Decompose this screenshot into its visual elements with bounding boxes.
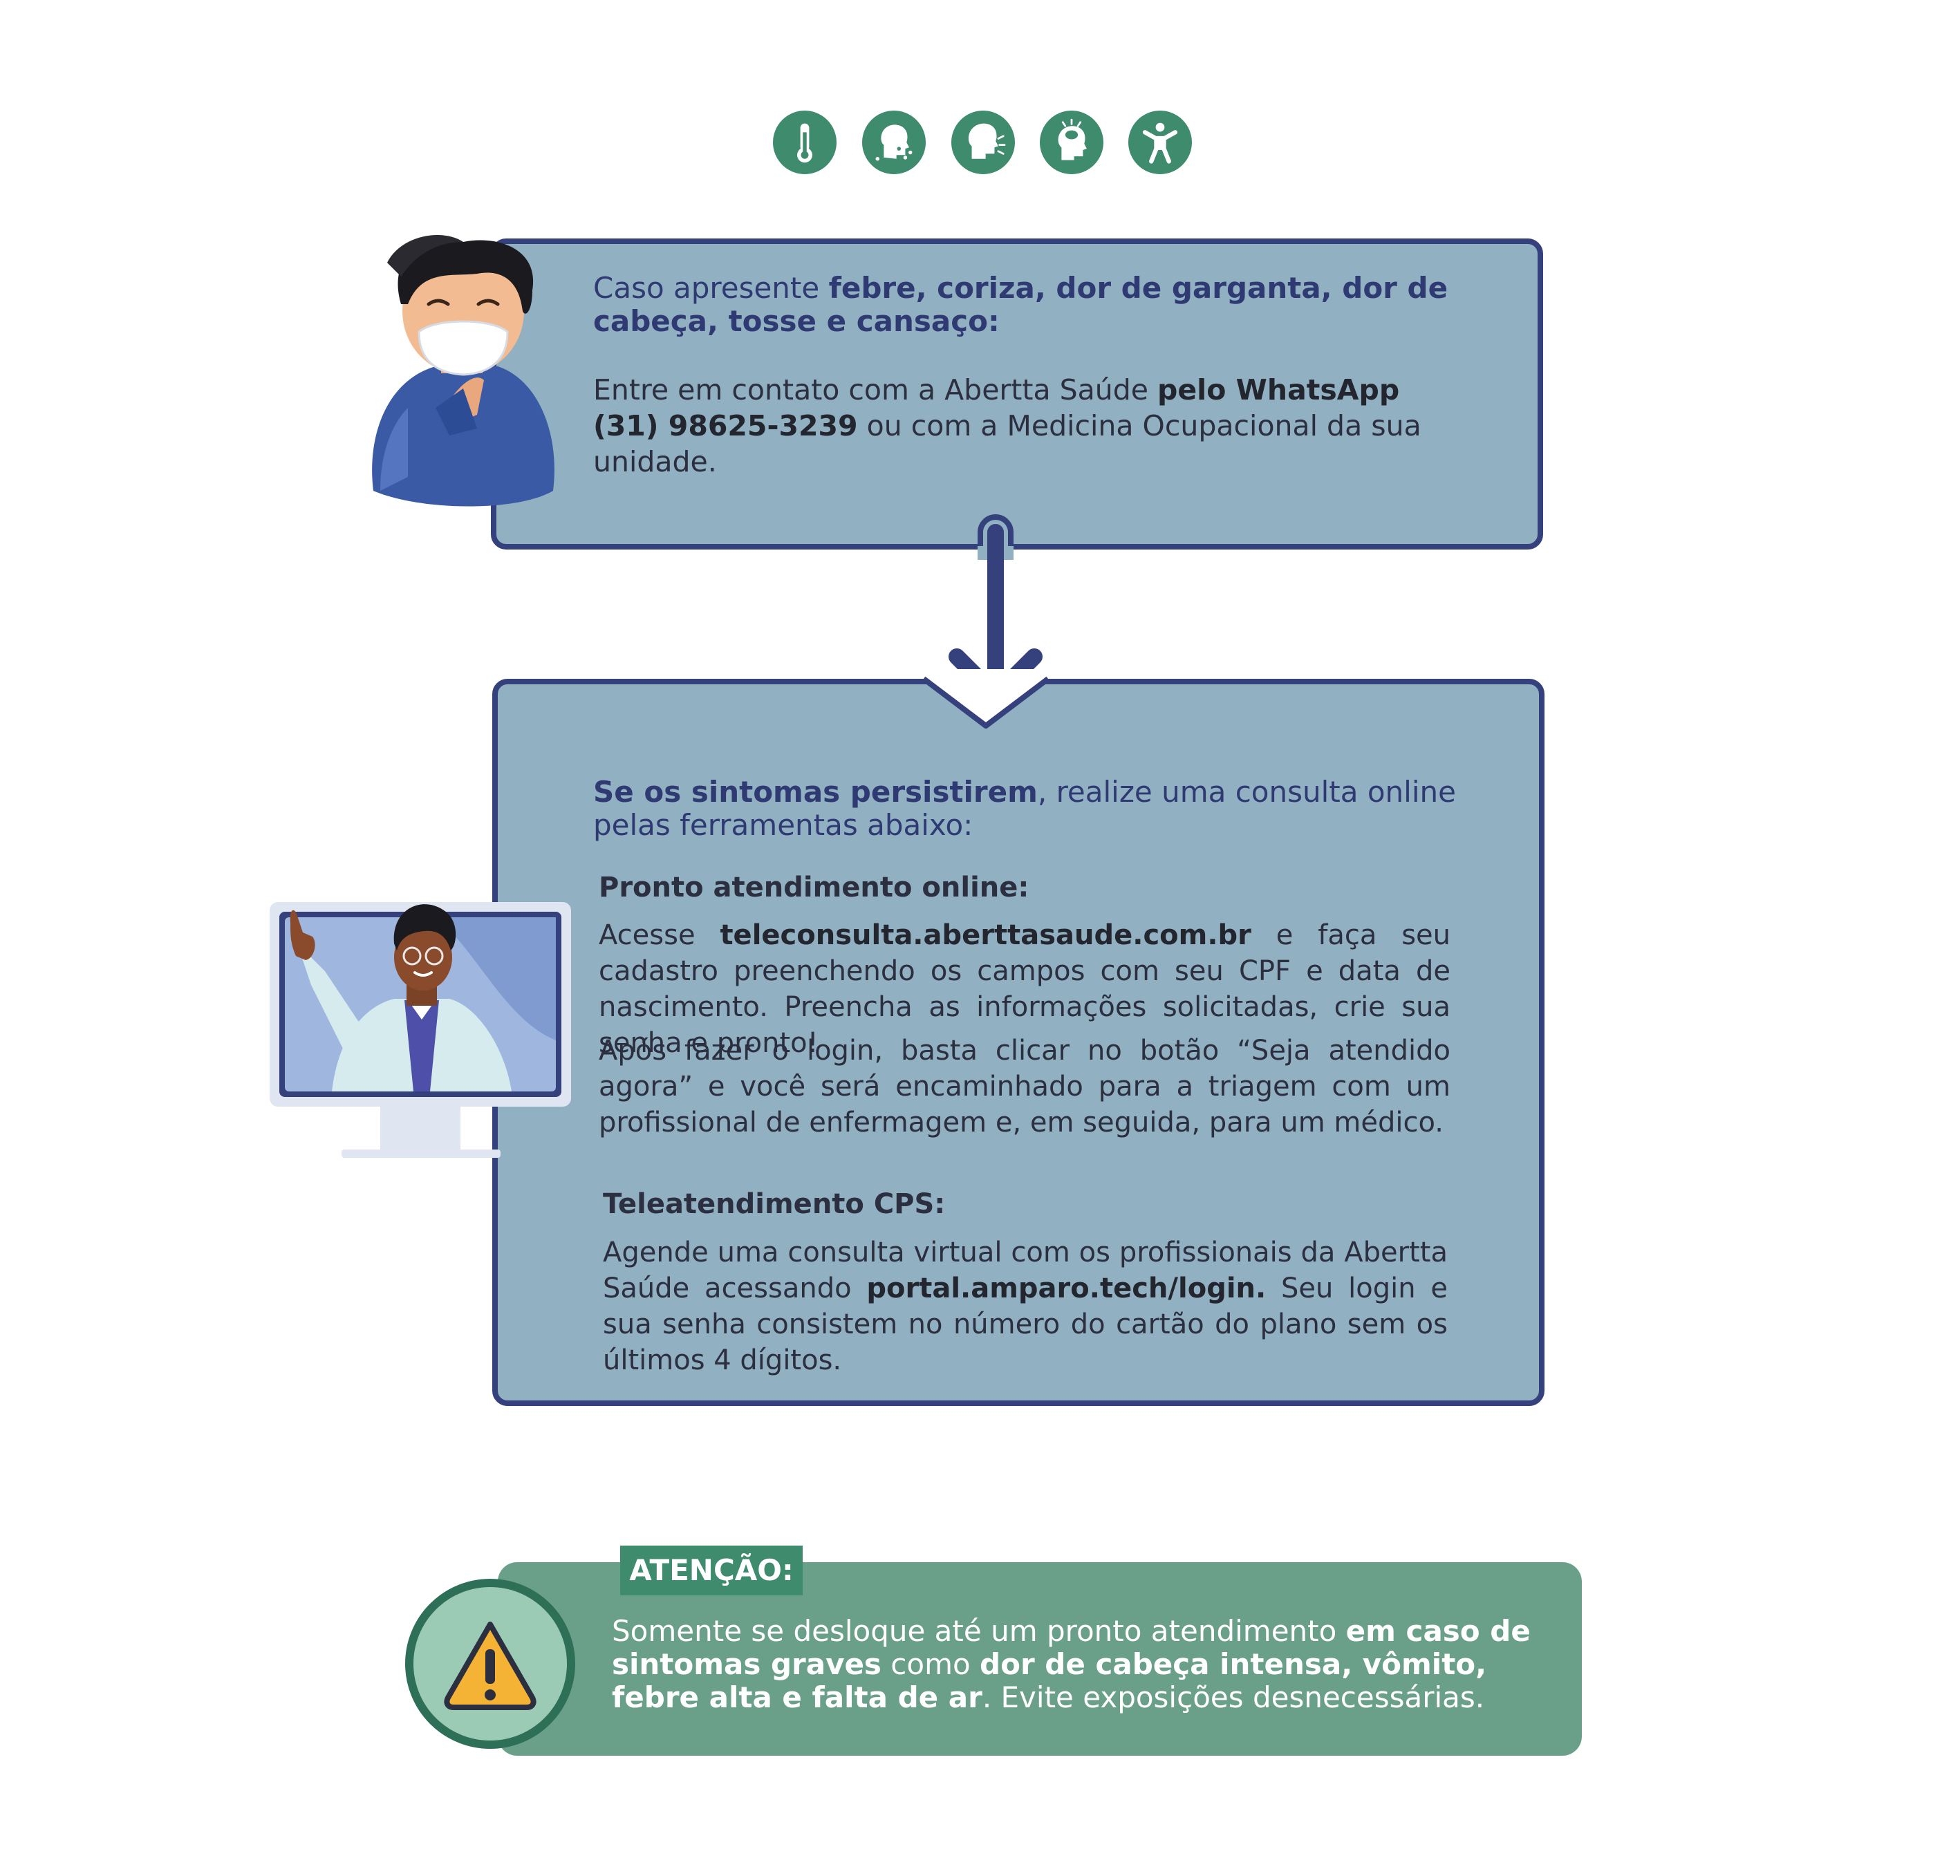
whatsapp-phone[interactable]: (31) 98625-3239 bbox=[593, 409, 858, 442]
attention-text: Somente se desloque até um pronto atendi… bbox=[612, 1614, 1531, 1714]
persist-lead: Se os sintomas persistirem bbox=[593, 775, 1038, 809]
attention-label: ATENÇÃO: bbox=[620, 1546, 803, 1595]
section-online-title: Pronto atendimento online: bbox=[599, 872, 1029, 903]
section-online-p2: Após fazer o login, basta clicar no botã… bbox=[599, 1035, 1450, 1138]
teleconsulta-link[interactable]: teleconsulta.aberttasaude.com.br bbox=[720, 919, 1251, 951]
attention-badge bbox=[405, 1579, 575, 1749]
symptoms-box bbox=[491, 238, 1543, 550]
headache-icon bbox=[1040, 111, 1103, 174]
fatigue-icon bbox=[1128, 111, 1192, 174]
telemedicine-doctor-illustration bbox=[270, 902, 571, 1158]
arrow-notch bbox=[924, 669, 1048, 729]
section-online-p1: Acesse teleconsulta.aberttasaude.com.br … bbox=[599, 919, 1451, 1059]
amparo-portal-link[interactable]: portal.amparo.tech/login. bbox=[866, 1273, 1267, 1304]
whatsapp-label: pelo WhatsApp bbox=[1157, 373, 1400, 406]
contact-text: Entre em contato com a Abertta Saúde bbox=[593, 373, 1158, 406]
contact-alt-text: ou com a Medicina Ocupacional da sua uni… bbox=[593, 409, 1421, 478]
sick-person-illustration bbox=[372, 235, 554, 507]
warning-icon bbox=[444, 1622, 536, 1710]
symptoms-list: febre, coriza, dor de garganta, dor de c… bbox=[593, 271, 1448, 338]
online-consultation-box bbox=[492, 679, 1544, 1406]
sore-throat-icon bbox=[951, 111, 1015, 174]
section-cps-title: Teleatendimento CPS: bbox=[603, 1188, 946, 1220]
sneeze-icon bbox=[862, 111, 926, 174]
section-cps-p: Agende uma consulta virtual com os profi… bbox=[603, 1237, 1448, 1376]
symptoms-intro: Caso apresente bbox=[593, 271, 829, 305]
persist-rest: , realize uma consulta online pelas ferr… bbox=[593, 775, 1456, 842]
thermometer-icon bbox=[773, 111, 837, 174]
